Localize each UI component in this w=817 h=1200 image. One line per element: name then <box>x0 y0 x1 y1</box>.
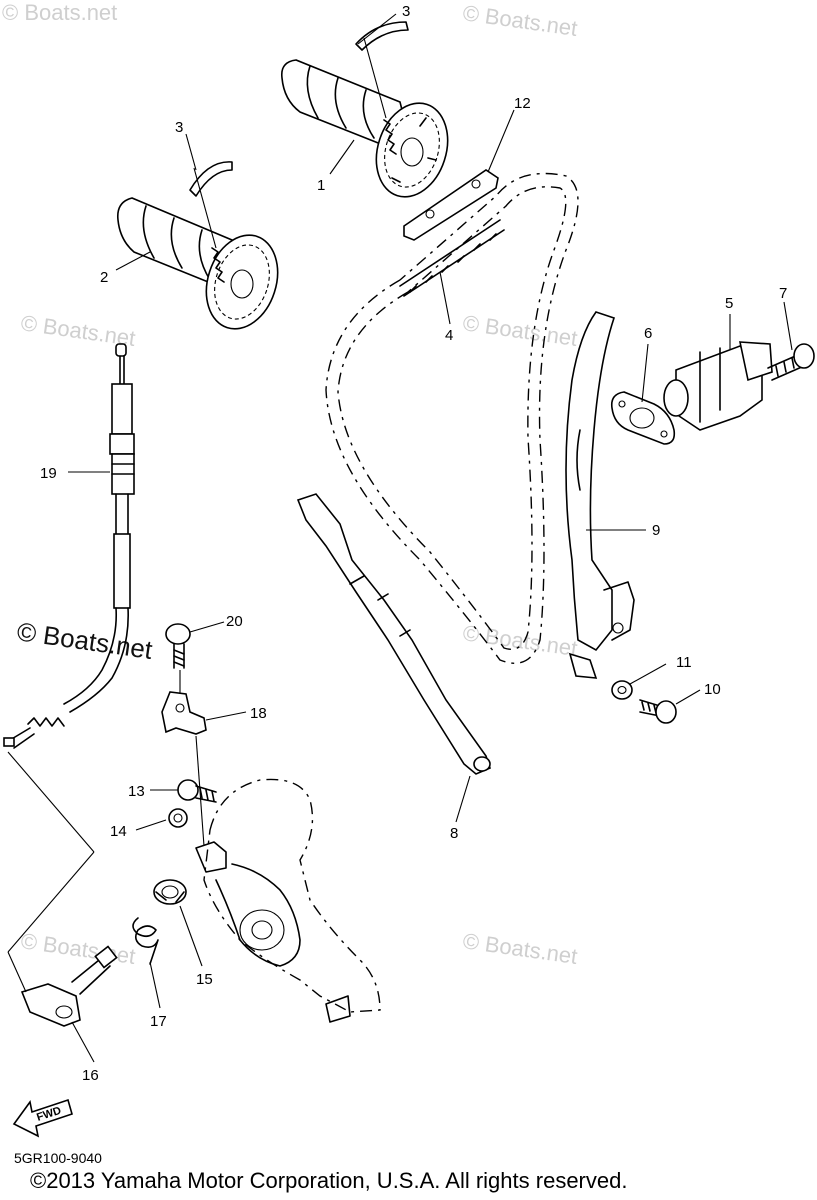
camshaft-1 <box>280 59 449 198</box>
callout-12: 12 <box>514 95 531 112</box>
callout-16: 16 <box>82 1067 99 1084</box>
watermark-group: © Boats.net © Boats.net © Boats.net © Bo… <box>2 0 579 969</box>
copyright-notice: ©2013 Yamaha Motor Corporation, U.S.A. A… <box>30 1168 628 1193</box>
decomp-shaft-16 <box>20 945 118 1027</box>
gasket-6 <box>610 391 676 445</box>
callout-15: 15 <box>196 971 213 988</box>
callout-8: 8 <box>450 825 458 842</box>
bolt-7 <box>767 343 815 381</box>
watermark: © Boats.net <box>461 620 579 661</box>
callout-18: 18 <box>250 705 267 722</box>
fwd-arrow-icon: FWD <box>12 1098 73 1138</box>
cable-19 <box>3 343 135 749</box>
bolt-13 <box>177 779 217 803</box>
callout-1: 1 <box>317 177 325 194</box>
cam-chain-4 <box>325 172 579 664</box>
callout-17: 17 <box>150 1013 167 1030</box>
clip-3-upper <box>355 21 409 51</box>
washer-14 <box>168 808 188 828</box>
callout-labels: 1 2 3 3 4 5 6 7 8 9 10 11 12 13 14 15 16… <box>40 3 787 1084</box>
tensioner-guide-9 <box>565 311 616 652</box>
callout-6: 6 <box>644 325 652 342</box>
watermark: © Boats.net <box>19 928 137 969</box>
tensioner-5 <box>663 341 773 431</box>
spring-17 <box>132 917 159 965</box>
oil-seal-15 <box>153 879 187 905</box>
watermark: © Boats.net <box>461 928 579 969</box>
callout-4: 4 <box>445 327 453 344</box>
callout-10: 10 <box>704 681 721 698</box>
watermark-dark: © Boats.net <box>15 616 155 665</box>
clip-3-lower <box>189 161 233 197</box>
callout-9: 9 <box>652 522 660 539</box>
callout-20: 20 <box>226 613 243 630</box>
watermark: © Boats.net <box>2 0 117 25</box>
callout-3-lower: 3 <box>175 119 183 136</box>
callout-5: 5 <box>725 295 733 312</box>
watermark: © Boats.net <box>461 310 579 351</box>
callout-7: 7 <box>779 285 787 302</box>
watermark: © Boats.net <box>461 0 579 41</box>
callout-2: 2 <box>100 269 108 286</box>
callout-13: 13 <box>128 783 145 800</box>
callout-3-upper: 3 <box>402 3 410 20</box>
bolt-20 <box>165 623 191 669</box>
leader-lines <box>7 13 793 1063</box>
callout-14: 14 <box>110 823 127 840</box>
bolt-10 <box>639 699 677 724</box>
chain-guide-8 <box>296 493 491 775</box>
camshaft-2 <box>116 197 279 330</box>
callout-19: 19 <box>40 465 57 482</box>
diagram-code: 5GR100-9040 <box>14 1150 102 1166</box>
callout-11: 11 <box>676 654 692 671</box>
washer-11 <box>611 680 633 700</box>
lever-18 <box>161 691 207 735</box>
crankcase-cover <box>195 778 381 1023</box>
